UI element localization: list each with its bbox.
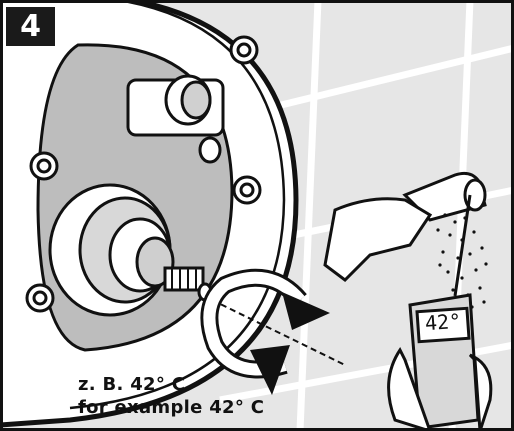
hand-icon [323,197,433,282]
thermometer-reading: 42° [424,308,462,336]
upper-cartridge [126,74,225,164]
screw-right [232,175,262,205]
thermometer-hand [387,347,493,431]
screw-bottom-left [25,283,55,313]
caption-german: z. B. 42° C [78,374,186,395]
rotate-arrow-icon [200,268,330,395]
thermometer-icon [408,194,480,430]
step-number-badge: 4 [6,7,55,46]
screw-top-right [229,35,259,65]
thermostatic-cartridge [48,183,213,317]
caption-english: for example 42° C [78,397,265,418]
wall-plate-rim [69,0,286,410]
screw-left [29,151,59,181]
rotation-axis [211,299,346,366]
mounting-screws [25,35,262,313]
